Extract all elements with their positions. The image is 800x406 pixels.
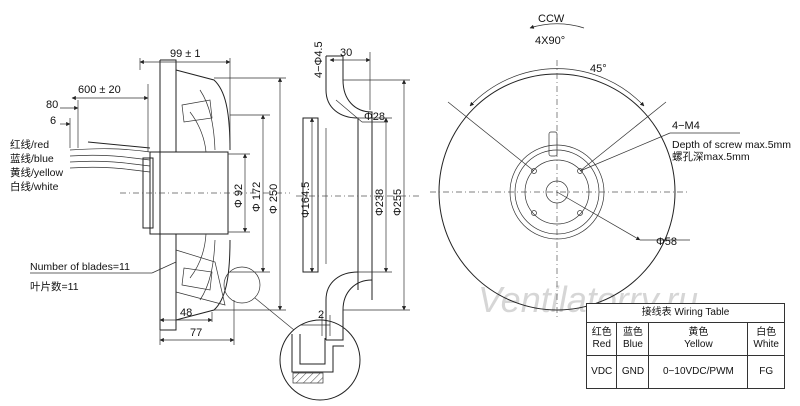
signal-vdc: VDC bbox=[585, 355, 618, 389]
color-en: White bbox=[753, 339, 779, 350]
dim-48: 48 bbox=[180, 307, 192, 319]
front-view: 45° CCW 4X90° 4−M4 Depth of screw max.5m… bbox=[430, 13, 791, 320]
color-cn: 蓝色 bbox=[622, 327, 643, 338]
color-cn: 白色 bbox=[756, 327, 777, 338]
wire-label-red: 红线/red bbox=[10, 138, 49, 151]
dim-width-total: 99 ± 1 bbox=[170, 48, 201, 60]
wire-label-blue: 蓝线/blue bbox=[10, 152, 54, 165]
dim-cable-length: 600 ± 20 bbox=[78, 84, 121, 96]
color-cn: 黄色 bbox=[688, 327, 709, 338]
wiring-table-title: 接线表 Wiring Table bbox=[586, 303, 785, 323]
dim-detail-2: 2 bbox=[318, 309, 324, 321]
pattern-label: 4X90° bbox=[535, 35, 565, 47]
dim-dia-92: Φ 92 bbox=[233, 184, 245, 208]
dim-dia-28: Φ28 bbox=[364, 111, 385, 123]
section-view: 4−Φ4.5 30 Φ28 Φ164.5 Φ238 Φ255 bbox=[296, 41, 420, 341]
impeller-backplate bbox=[160, 59, 177, 331]
color-en: Yellow bbox=[684, 339, 713, 350]
screw-hole bbox=[531, 210, 537, 216]
blades-label-en: Number of blades=11 bbox=[30, 261, 130, 273]
blade-outline bbox=[175, 249, 226, 306]
dim-dia-250: Φ 250 bbox=[268, 184, 280, 214]
wire-label-yellow: 黄线/yellow bbox=[10, 166, 64, 179]
signal-control: 0−10VDC/PWM bbox=[648, 355, 749, 389]
signal-gnd: GND bbox=[616, 355, 650, 389]
dim-dia-58: Φ58 bbox=[656, 236, 677, 248]
dim-30: 30 bbox=[340, 47, 352, 59]
dim-dia-238: Φ238 bbox=[374, 189, 386, 216]
screw-depth-en: Depth of screw max.5mm bbox=[672, 139, 791, 151]
wire-label-white: 白线/white bbox=[10, 180, 59, 193]
detail-circle bbox=[223, 266, 261, 304]
blades-label-cn: 叶片数=11 bbox=[30, 280, 79, 293]
signal-fg: FG bbox=[747, 355, 785, 389]
color-en: Blue bbox=[622, 339, 643, 350]
screw-hole bbox=[531, 168, 537, 174]
dim-dia-164: Φ164.5 bbox=[300, 182, 312, 218]
impeller-shroud-top bbox=[175, 69, 231, 151]
screw-spec: 4−M4 bbox=[672, 120, 700, 132]
cable-boss bbox=[548, 131, 558, 157]
dim-dia-172: Φ 172 bbox=[251, 182, 263, 212]
dim-dia-255: Φ255 bbox=[392, 189, 404, 216]
screw-hole bbox=[577, 210, 583, 216]
rotation-label: CCW bbox=[538, 13, 565, 25]
detail-view-circle bbox=[279, 319, 361, 401]
dim-angle-45: 45° bbox=[590, 63, 607, 75]
inlet-ring-top bbox=[326, 55, 373, 300]
color-cn: 红色 bbox=[591, 327, 612, 338]
dim-strip-6: 6 bbox=[50, 115, 56, 127]
screw-depth-cn: 螺孔深max.5mm bbox=[672, 150, 750, 163]
screw-hole bbox=[577, 168, 583, 174]
color-en: Red bbox=[592, 339, 611, 350]
dim-strip-80: 80 bbox=[46, 99, 58, 111]
side-view: 99 ± 1 600 ± 20 80 6 红线/red 蓝线/blue 黄线/y… bbox=[10, 48, 361, 401]
dim-holes: 4−Φ4.5 bbox=[313, 41, 325, 78]
dim-77: 77 bbox=[190, 327, 202, 339]
